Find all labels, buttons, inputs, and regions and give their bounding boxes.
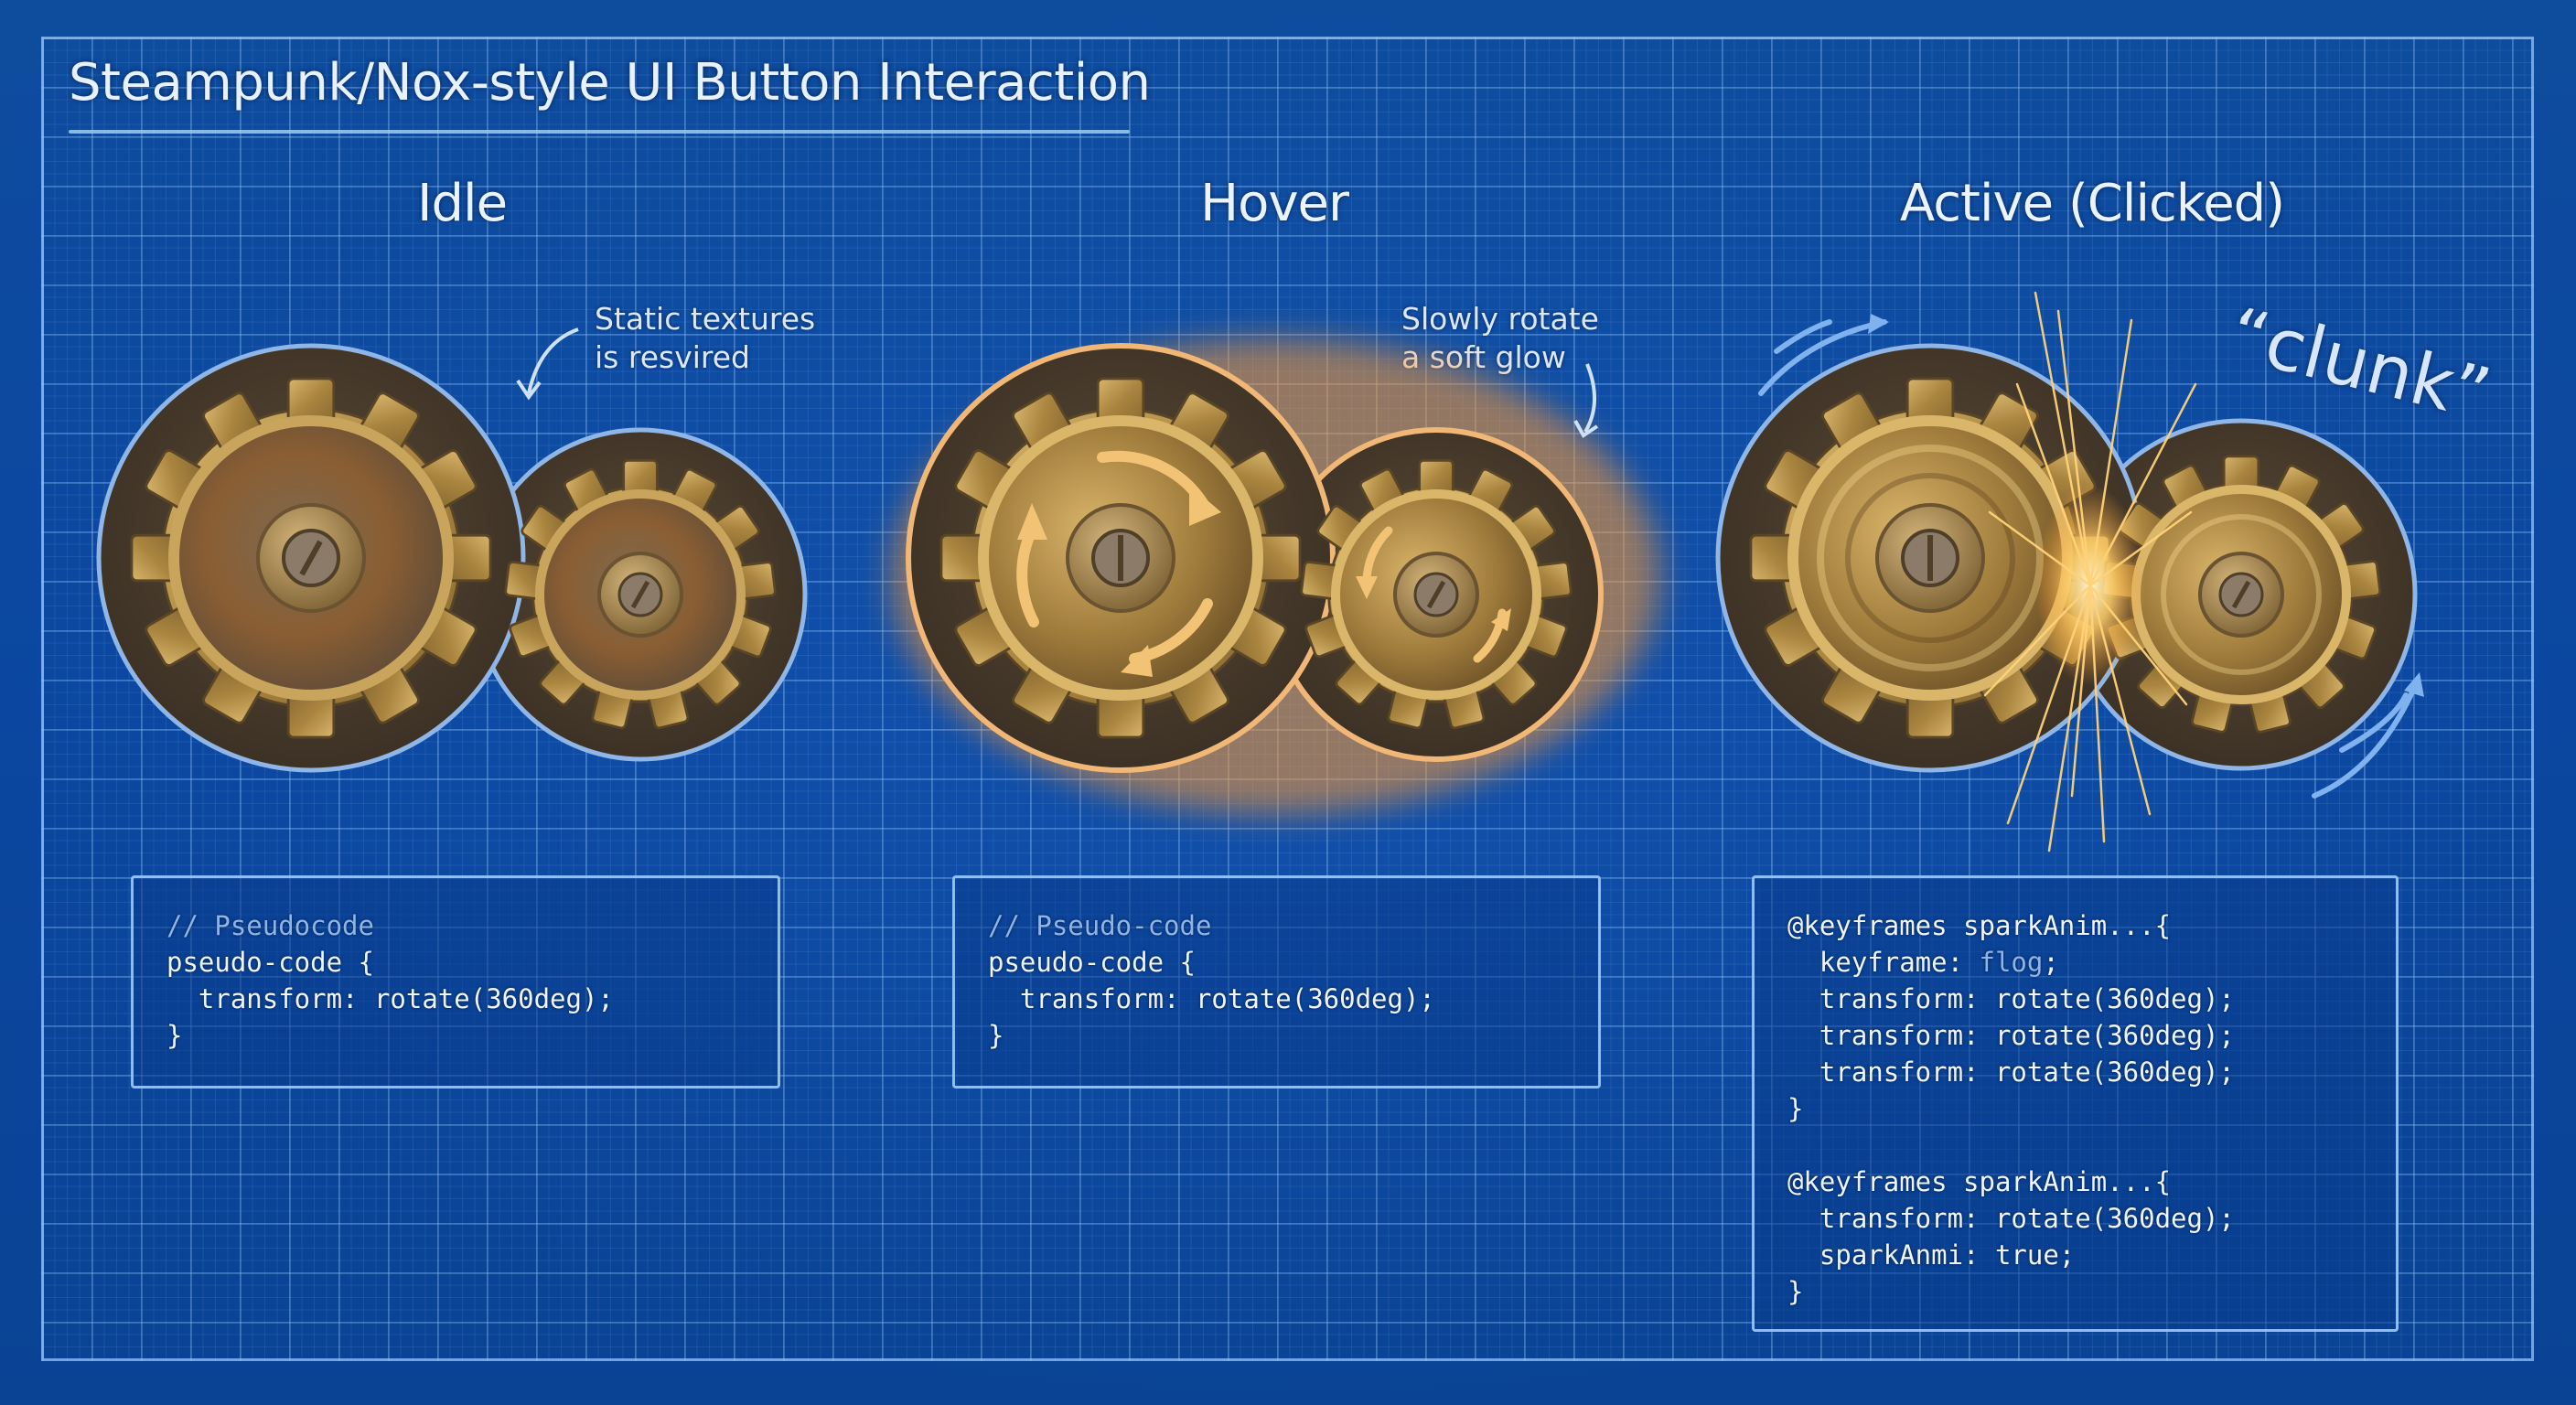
heading-active: Active (Clicked) [1899,174,2285,233]
curved-arrow-down-icon [1583,363,1596,434]
heading-hover: Hover [1200,174,1349,233]
code-box-active: @keyframes sparkAnim...{ keyframe: flog;… [1752,875,2399,1332]
heading-idle: Idle [416,174,508,233]
hover-gear-button[interactable] [908,346,1333,770]
idle-gear-button[interactable] [99,346,523,770]
idle-gear-pair [96,327,808,773]
code-box-hover: // Pseudo-code pseudo-code { transform: … [952,875,1601,1089]
active-gear-pair [1715,291,2424,853]
spark-burst-icon [1983,291,2197,853]
active-gear-button[interactable] [1718,346,2142,770]
annotation-idle: Static textures is resvired [595,301,816,375]
title-underline [69,130,1130,134]
page-title: Steampunk/Nox-style UI Button Interactio… [69,53,1151,113]
code-box-idle: // Pseudocode pseudo-code { transform: r… [131,875,780,1089]
hover-gear-pair [892,338,1660,814]
keyframe-line: keyframe: flog; [1787,947,2059,978]
curved-arrow-down-left-icon [527,327,579,394]
motion-arrow-icon [1758,319,2418,799]
